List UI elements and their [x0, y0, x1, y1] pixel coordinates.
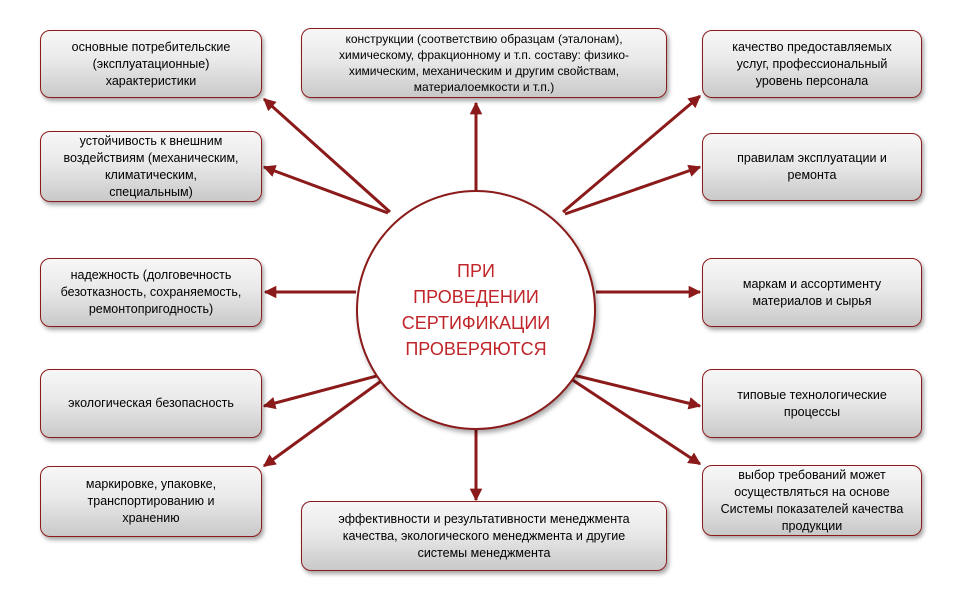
box-resistance: устойчивость к внешним воздействиям (мех…	[40, 131, 262, 202]
box-resistance-text: устойчивость к внешним воздействиям (мех…	[63, 133, 239, 199]
box-materials: маркам и ассортименту материалов и сырья	[702, 258, 922, 327]
box-operation-rules: правилам эксплуатации и ремонта	[702, 133, 922, 201]
arrow-ecology	[262, 371, 389, 410]
box-ecology-text: экологическая безопасность	[68, 396, 234, 410]
box-consumer-text: основные потребительские (эксплуатационн…	[71, 39, 231, 88]
box-tech-processes-text: типовые технологические процессы	[737, 387, 887, 419]
box-ecology: экологическая безопасность	[40, 369, 262, 438]
box-requirements: выбор требований может осуществляться на…	[702, 465, 922, 536]
box-requirements-text: выбор требований может осуществляться на…	[720, 467, 904, 533]
box-service-quality: качество предоставляемых услуг, професси…	[702, 30, 922, 98]
box-consumer-characteristics: основные потребительские (эксплуатационн…	[40, 30, 262, 98]
box-reliability: надежность (долговечность безотказность,…	[40, 258, 262, 327]
arrow-consumer	[262, 97, 392, 214]
center-title: ПРИ ПРОВЕДЕНИИ СЕРТИФИКАЦИИ ПРОВЕРЯЮТСЯ	[401, 261, 551, 359]
center-circle: ПРИ ПРОВЕДЕНИИ СЕРТИФИКАЦИИ ПРОВЕРЯЮТСЯ	[356, 190, 596, 430]
box-operation-rules-text: правилам эксплуатации и ремонта	[737, 151, 887, 182]
box-management-text: эффективности и результативности менеджм…	[338, 511, 630, 560]
box-materials-text: маркам и ассортименту материалов и сырья	[742, 276, 882, 308]
box-marking: маркировке, упаковке, транспортированию …	[40, 466, 262, 537]
arrow-marking	[262, 374, 389, 468]
box-tech-processes: типовые технологические процессы	[702, 369, 922, 438]
arrow-tech-processes	[564, 371, 702, 410]
arrow-operation-rules	[564, 164, 702, 216]
arrow-requirements	[564, 373, 702, 466]
arrow-resistance	[262, 165, 389, 215]
box-service-quality-text: качество предоставляемых услуг, професси…	[732, 39, 892, 88]
arrow-service-quality	[562, 94, 701, 214]
box-management: эффективности и результативности менеджм…	[301, 501, 667, 571]
box-marking-text: маркировке, упаковке, транспортированию …	[85, 477, 217, 525]
box-construction: конструкции (соответствию образцам (этал…	[301, 28, 667, 98]
box-construction-text: конструкции (соответствию образцам (этал…	[338, 32, 630, 94]
box-reliability-text: надежность (долговечность безотказность,…	[60, 268, 242, 316]
